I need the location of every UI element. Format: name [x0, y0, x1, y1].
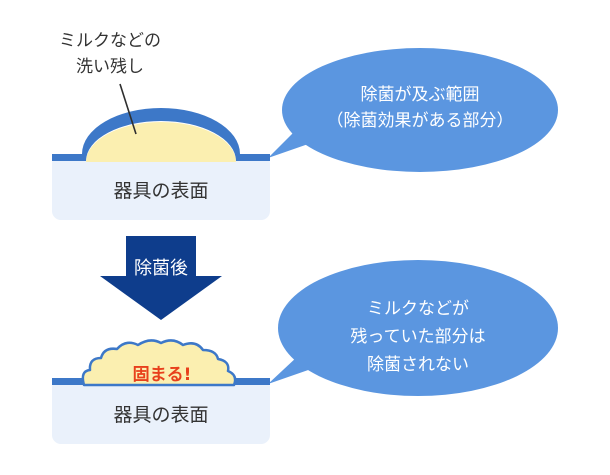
down-arrow [100, 236, 222, 320]
speech-bubble-before [268, 48, 558, 172]
milk-residue [86, 122, 236, 162]
residue-label: ミルクなどの 洗い残し [59, 31, 161, 77]
hardened-label: 固まる! [132, 365, 192, 385]
hardened-milk [81, 339, 237, 387]
bubble-after-text: ミルクなどが 残っていた部分は 除菌されない [350, 299, 486, 375]
utensil-surface-before [52, 154, 270, 220]
surface-label-before: 器具の表面 [113, 180, 209, 202]
sterilized-layer-before [52, 108, 270, 161]
utensil-surface-after [52, 378, 270, 444]
speech-bubble-after [268, 260, 558, 396]
surface-before [52, 83, 270, 220]
bubble-before-text: 除菌が及ぶ範囲 （除菌効果がある部分） [326, 85, 514, 131]
residue-pointer-line [119, 83, 137, 135]
arrow-label: 除菌後 [134, 258, 188, 279]
surface-label-after: 器具の表面 [113, 404, 209, 426]
surface-after [52, 339, 270, 444]
